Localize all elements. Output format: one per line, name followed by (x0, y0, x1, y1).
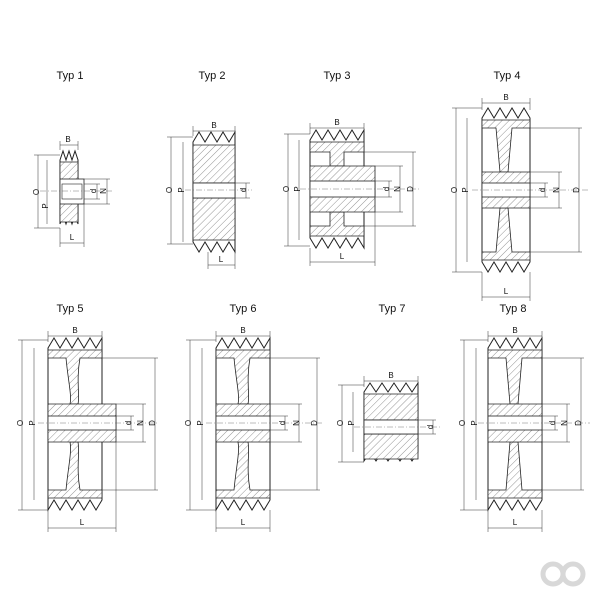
typ-4-title: Typ 4 (494, 70, 521, 82)
typ-5-label-d-outer: D (148, 420, 157, 426)
pulley-typ-8: Typ 8 B O P d N D L (458, 303, 590, 532)
typ-4-label-n: N (552, 187, 561, 193)
typ-2-title: Typ 2 (199, 70, 226, 82)
typ-1-label-b: B (65, 135, 70, 144)
typ-8-title: Typ 8 (500, 303, 527, 315)
typ-6-label-p: P (196, 420, 205, 425)
typ-5-label-l: L (80, 518, 85, 527)
typ-8-label-p: P (470, 420, 479, 425)
typ-5-label-o: O (16, 420, 25, 426)
pulley-typ-4: Typ 4 B O P d N D L (450, 70, 590, 301)
typ-4-label-b: B (503, 93, 508, 102)
typ-7-label-o: O (336, 420, 345, 426)
typ-3-label-o: O (282, 186, 291, 192)
typ-3-label-b: B (334, 118, 339, 127)
pulley-typ-1: Typ 1 B O P d N L (32, 70, 112, 247)
pulley-typ-6: Typ 6 B O P d N D L (184, 303, 322, 532)
typ-4-label-p: P (461, 187, 470, 192)
typ-2-label-l: L (219, 255, 224, 264)
typ-4-label-o: O (450, 187, 459, 193)
typ-4-label-l: L (504, 287, 509, 296)
typ-7-title: Typ 7 (379, 303, 406, 315)
typ-1-label-p: P (41, 203, 50, 208)
typ-8-label-o: O (458, 420, 467, 426)
typ-2-label-b: B (211, 121, 216, 130)
typ-6-label-l: L (241, 518, 246, 527)
pulley-typ-2: Typ 2 B O P d L (165, 70, 252, 269)
typ-6-label-b: B (240, 326, 245, 335)
typ-3-label-n: N (393, 186, 402, 192)
typ-6-label-d: d (278, 421, 287, 425)
pulley-typ-7: Typ 7 B O P d (336, 303, 440, 463)
typ-8-label-d-outer: D (574, 420, 583, 426)
typ-8-label-n: N (560, 420, 569, 426)
typ-3-label-l: L (340, 252, 345, 261)
typ-6-title: Typ 6 (230, 303, 257, 315)
typ-7-label-d: d (426, 425, 435, 429)
typ-5-label-n: N (136, 420, 145, 426)
typ-5-label-b: B (72, 326, 77, 335)
typ-8-label-b: B (512, 326, 517, 335)
typ-1-label-n: N (99, 188, 108, 194)
typ-8-label-d: d (548, 421, 557, 425)
typ-1-label-l: L (70, 233, 75, 242)
infinity-logo-icon (540, 561, 586, 587)
typ-5-title: Typ 5 (57, 303, 84, 315)
typ-2-label-o: O (165, 187, 174, 193)
typ-4-label-d-outer: D (572, 187, 581, 193)
typ-8-label-l: L (513, 518, 518, 527)
pulley-typ-5: Typ 5 B O P d N D L (16, 303, 158, 532)
typ-5-label-p: P (28, 420, 37, 425)
typ-7-label-p: P (347, 420, 356, 425)
pulley-typ-3: Typ 3 B O P d N D L (282, 70, 420, 266)
typ-6-label-o: O (184, 420, 193, 426)
typ-4-label-d: d (538, 188, 547, 192)
typ-3-title: Typ 3 (324, 70, 351, 82)
typ-6-label-d-outer: D (310, 420, 319, 426)
typ-7-label-b: B (388, 371, 393, 380)
typ-1-label-d: d (89, 189, 98, 193)
typ-5-label-d: d (124, 421, 133, 425)
typ-6-label-n: N (292, 420, 301, 426)
typ-3-label-d-outer: D (406, 186, 415, 192)
typ-2-label-p: P (177, 187, 186, 192)
typ-3-label-d: d (382, 187, 391, 191)
typ-2-label-d: d (239, 188, 248, 192)
typ-1-label-o: O (32, 189, 41, 195)
typ-3-label-p: P (293, 186, 302, 191)
typ-1-title: Typ 1 (57, 70, 84, 82)
